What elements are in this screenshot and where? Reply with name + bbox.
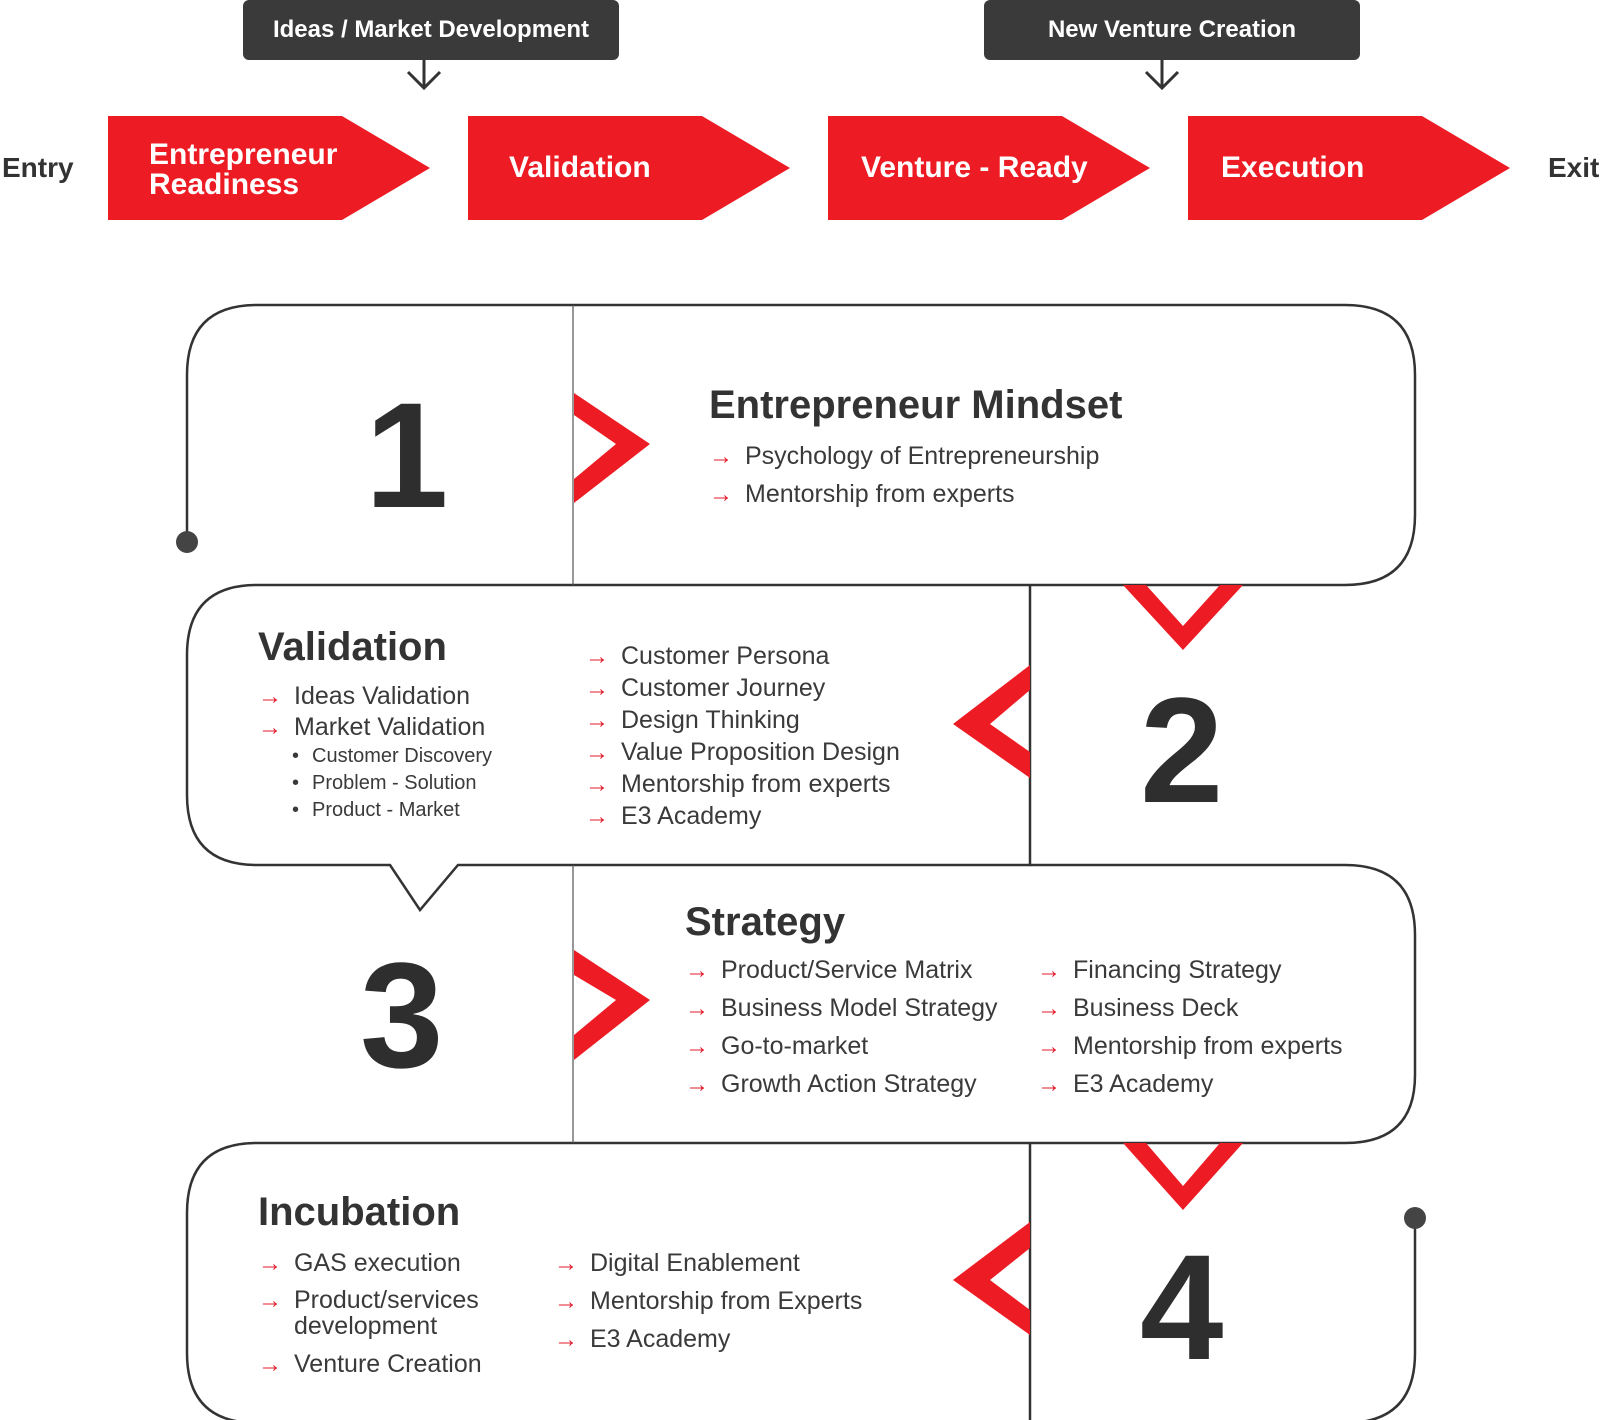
arrow-right-icon: → — [585, 707, 609, 734]
stage-path-outline — [185, 303, 1417, 1420]
stage3-title: Strategy — [685, 900, 846, 944]
stage2-left-item: →Ideas Validation — [258, 682, 471, 710]
stage2-title: Validation — [258, 625, 447, 669]
phase-label-entrepreneur-readiness: Entrepreneur Readiness — [149, 138, 338, 201]
exit-label: Exit — [1548, 152, 1600, 183]
phase-chevron-entrepreneur-readiness — [108, 116, 430, 220]
arrow-right-icon: → — [585, 675, 609, 702]
stage4-number: 4 — [1140, 1223, 1224, 1391]
stage3-right-item: →Mentorship from experts — [1037, 1032, 1343, 1060]
path-start-dot — [176, 531, 198, 553]
stage4-left-item: →Venture Creation — [258, 1350, 482, 1378]
arrow-right-icon: → — [685, 995, 709, 1022]
arrow-right-icon: → — [554, 1326, 578, 1353]
stage1-to-2-down-chevron — [1123, 585, 1243, 650]
phase-chevron-venture-ready — [828, 116, 1150, 220]
arrow-right-icon: → — [685, 1071, 709, 1098]
stage3-left-item: →Business Model Strategy — [685, 994, 998, 1022]
arrow-right-icon: → — [709, 443, 733, 470]
tag-left-down-arrow — [406, 60, 442, 91]
stage2-number: 2 — [1140, 666, 1224, 834]
phase-label-execution: Execution — [1221, 151, 1365, 184]
stage3-right-item: →Business Deck — [1037, 994, 1239, 1022]
stage2-right-item: →Value Proposition Design — [585, 738, 900, 766]
arrow-right-icon: → — [1037, 957, 1061, 984]
stage2-right-item: →Mentorship from experts — [585, 770, 891, 798]
arrow-right-icon: → — [258, 714, 282, 741]
arrow-right-icon: → — [258, 683, 282, 710]
stage4-right-item: →Mentorship from Experts — [554, 1287, 863, 1315]
arrow-right-icon: → — [554, 1250, 578, 1277]
stage3-left-item: →Go-to-market — [685, 1032, 869, 1060]
entry-label: Entry — [2, 152, 74, 183]
stage2-right-item: →E3 Academy — [585, 802, 762, 830]
arrow-right-icon: → — [685, 957, 709, 984]
tag-ideas-market-development: Ideas / Market Development — [243, 0, 619, 60]
stage4-left-item: →GAS execution — [258, 1249, 461, 1277]
arrow-right-icon: → — [1037, 1071, 1061, 1098]
arrow-right-icon: → — [585, 739, 609, 766]
arrow-right-icon: → — [585, 803, 609, 830]
stage3-number: 3 — [360, 931, 444, 1099]
arrow-right-icon: → — [585, 643, 609, 670]
stage2-left-chevron — [953, 665, 1030, 778]
stage4-title: Incubation — [258, 1190, 461, 1234]
stage2-left-item: →Market Validation — [258, 713, 486, 741]
stage3-to-4-down-chevron — [1123, 1143, 1243, 1210]
path-end-dot — [1404, 1207, 1426, 1229]
stage2-sub-item: •Customer Discovery — [292, 745, 493, 767]
tag-new-venture-creation: New Venture Creation — [984, 0, 1360, 60]
phase-label-validation: Validation — [509, 151, 651, 184]
stage3-right-item: →Financing Strategy — [1037, 956, 1282, 984]
stage1-item: →Mentorship from experts — [709, 480, 1015, 508]
stage2-right-item: →Customer Persona — [585, 642, 830, 670]
stage4-left-item: →Product/services development — [258, 1286, 479, 1340]
stage1-item: →Psychology of Entrepreneurship — [709, 442, 1100, 470]
phase-chevron-execution — [1188, 116, 1510, 220]
arrow-right-icon: → — [258, 1351, 282, 1378]
stage1-number: 1 — [365, 371, 449, 539]
arrow-right-icon: → — [258, 1250, 282, 1277]
arrow-right-icon: → — [554, 1288, 578, 1315]
arrow-right-icon: → — [1037, 1033, 1061, 1060]
stage3-left-item: →Growth Action Strategy — [685, 1070, 977, 1098]
phase-chevron-validation — [468, 116, 790, 220]
stage2-sub-item: •Problem - Solution — [292, 772, 477, 794]
arrow-right-icon: → — [709, 481, 733, 508]
stage3-right-item: →E3 Academy — [1037, 1070, 1214, 1098]
stage3-left-item: →Product/Service Matrix — [685, 956, 973, 984]
arrow-right-icon: → — [1037, 995, 1061, 1022]
stage3-right-chevron — [574, 950, 650, 1060]
arrow-right-icon: → — [685, 1033, 709, 1060]
stage2-right-item: →Customer Journey — [585, 674, 826, 702]
tag-right-down-arrow — [1144, 60, 1180, 91]
stage4-right-item: →E3 Academy — [554, 1325, 731, 1353]
stage2-sub-item: •Product - Market — [292, 799, 460, 821]
stage4-right-item: →Digital Enablement — [554, 1249, 800, 1277]
arrow-right-icon: → — [585, 771, 609, 798]
phase-label-venture-ready: Venture - Ready — [861, 151, 1088, 184]
stage1-right-chevron — [574, 393, 650, 503]
stage2-right-item: →Design Thinking — [585, 706, 800, 734]
stage1-title: Entrepreneur Mindset — [709, 383, 1123, 427]
stage4-left-chevron — [953, 1222, 1030, 1335]
arrow-right-icon: → — [258, 1287, 282, 1314]
